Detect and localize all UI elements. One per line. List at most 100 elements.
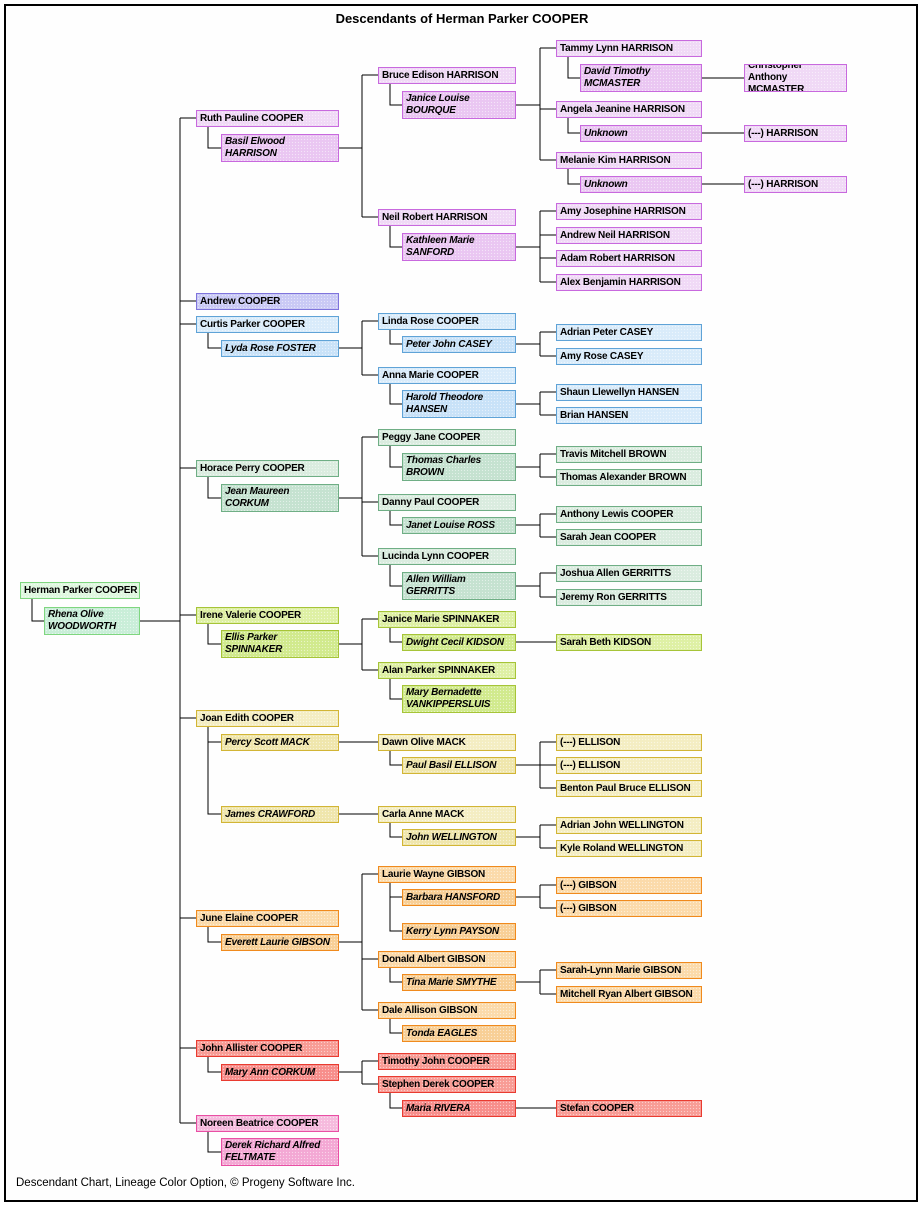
person-box-joan-edith-cooper[interactable]: Joan Edith COOPER bbox=[196, 710, 339, 727]
connector-line bbox=[567, 169, 580, 185]
person-box-adrian-john-wellington[interactable]: Adrian John WELLINGTON bbox=[556, 817, 702, 834]
person-box-brian-hansen[interactable]: Brian HANSEN bbox=[556, 407, 702, 424]
person-box-ruth-pauline-cooper[interactable]: Ruth Pauline COOPER bbox=[196, 110, 339, 127]
person-box-laurie-wayne-gibson[interactable]: Laurie Wayne GIBSON bbox=[378, 866, 516, 883]
person-box-jean-maureen-corkum[interactable]: Jean Maureen CORKUM bbox=[221, 484, 339, 512]
person-name: Mary Ann CORKUM bbox=[225, 1066, 315, 1078]
person-box-barbara-hansford[interactable]: Barbara HANSFORD bbox=[402, 889, 516, 906]
person-name: Everett Laurie GIBSON bbox=[225, 936, 330, 948]
person-box-amy-rose-casey[interactable]: Amy Rose CASEY bbox=[556, 348, 702, 365]
person-box-tonda-eagles[interactable]: Tonda EAGLES bbox=[402, 1025, 516, 1042]
connector-line bbox=[389, 511, 402, 526]
person-box-tina-marie-smythe[interactable]: Tina Marie SMYTHE bbox=[402, 974, 516, 991]
person-name: Janice Marie SPINNAKER bbox=[382, 613, 500, 625]
person-box-peggy-jane-cooper[interactable]: Peggy Jane COOPER bbox=[378, 429, 516, 446]
person-box-janice-marie-spinnaker[interactable]: Janice Marie SPINNAKER bbox=[378, 611, 516, 628]
person-box-melanie-kim-harrison[interactable]: Melanie Kim HARRISON bbox=[556, 152, 702, 169]
person-box-jeremy-ron-gerritts[interactable]: Jeremy Ron GERRITTS bbox=[556, 589, 702, 606]
person-box-carla-anne-mack[interactable]: Carla Anne MACK bbox=[378, 806, 516, 823]
person-box-sarah-beth-kidson[interactable]: Sarah Beth KIDSON bbox=[556, 634, 702, 651]
person-box-allen-william-gerritts[interactable]: Allen William GERRITTS bbox=[402, 572, 516, 600]
person-box-andrew-cooper[interactable]: Andrew COOPER bbox=[196, 293, 339, 310]
person-box-dawn-olive-mack[interactable]: Dawn Olive MACK bbox=[378, 734, 516, 751]
person-box-gibson[interactable]: (---) GIBSON bbox=[556, 877, 702, 894]
person-box-danny-paul-cooper[interactable]: Danny Paul COOPER bbox=[378, 494, 516, 511]
person-name: Unknown bbox=[584, 178, 628, 190]
person-box-kathleen-marie-sanford[interactable]: Kathleen Marie SANFORD bbox=[402, 233, 516, 261]
person-box-alan-parker-spinnaker[interactable]: Alan Parker SPINNAKER bbox=[378, 662, 516, 679]
person-box-everett-laurie-gibson[interactable]: Everett Laurie GIBSON bbox=[221, 934, 339, 951]
person-box-shaun-llewellyn-hansen[interactable]: Shaun Llewellyn HANSEN bbox=[556, 384, 702, 401]
person-box-alex-benjamin-harrison[interactable]: Alex Benjamin HARRISON bbox=[556, 274, 702, 291]
person-box-john-allister-cooper[interactable]: John Allister COOPER bbox=[196, 1040, 339, 1057]
person-name: Sarah Jean COOPER bbox=[560, 531, 657, 543]
person-box-stefan-cooper[interactable]: Stefan COOPER bbox=[556, 1100, 702, 1117]
person-box-harrison[interactable]: (---) HARRISON bbox=[744, 125, 847, 142]
person-box-ellis-parker-spinnaker[interactable]: Ellis Parker SPINNAKER bbox=[221, 630, 339, 658]
person-box-harrison[interactable]: (---) HARRISON bbox=[744, 176, 847, 193]
person-box-gibson[interactable]: (---) GIBSON bbox=[556, 900, 702, 917]
person-box-linda-rose-cooper[interactable]: Linda Rose COOPER bbox=[378, 313, 516, 330]
person-box-adam-robert-harrison[interactable]: Adam Robert HARRISON bbox=[556, 250, 702, 267]
person-box-ellison[interactable]: (---) ELLISON bbox=[556, 757, 702, 774]
person-box-amy-josephine-harrison[interactable]: Amy Josephine HARRISON bbox=[556, 203, 702, 220]
person-box-sarah-jean-cooper[interactable]: Sarah Jean COOPER bbox=[556, 529, 702, 546]
connector-line bbox=[389, 679, 402, 700]
person-box-maria-rivera[interactable]: Maria RIVERA bbox=[402, 1100, 516, 1117]
person-box-anna-marie-cooper[interactable]: Anna Marie COOPER bbox=[378, 367, 516, 384]
person-name: Brian HANSEN bbox=[560, 409, 629, 421]
person-box-irene-valerie-cooper[interactable]: Irene Valerie COOPER bbox=[196, 607, 339, 624]
connector-line bbox=[389, 968, 402, 983]
person-box-benton-paul-bruce-ellison[interactable]: Benton Paul Bruce ELLISON bbox=[556, 780, 702, 797]
person-box-horace-perry-cooper[interactable]: Horace Perry COOPER bbox=[196, 460, 339, 477]
person-box-kyle-roland-wellington[interactable]: Kyle Roland WELLINGTON bbox=[556, 840, 702, 857]
person-box-kerry-lynn-payson[interactable]: Kerry Lynn PAYSON bbox=[402, 923, 516, 940]
person-box-lucinda-lynn-cooper[interactable]: Lucinda Lynn COOPER bbox=[378, 548, 516, 565]
person-box-angela-jeanine-harrison[interactable]: Angela Jeanine HARRISON bbox=[556, 101, 702, 118]
person-box-james-crawford[interactable]: James CRAWFORD bbox=[221, 806, 339, 823]
person-name: Adrian John WELLINGTON bbox=[560, 819, 684, 831]
person-box-peter-john-casey[interactable]: Peter John CASEY bbox=[402, 336, 516, 353]
person-box-andrew-neil-harrison[interactable]: Andrew Neil HARRISON bbox=[556, 227, 702, 244]
person-box-percy-scott-mack[interactable]: Percy Scott MACK bbox=[221, 734, 339, 751]
person-box-tammy-lynn-harrison[interactable]: Tammy Lynn HARRISON bbox=[556, 40, 702, 57]
person-box-david-timothy-mcmaster[interactable]: David Timothy MCMASTER bbox=[580, 64, 702, 92]
person-box-unknown[interactable]: Unknown bbox=[580, 176, 702, 193]
person-box-travis-mitchell-brown[interactable]: Travis Mitchell BROWN bbox=[556, 446, 702, 463]
person-box-lyda-rose-foster[interactable]: Lyda Rose FOSTER bbox=[221, 340, 339, 357]
person-box-curtis-parker-cooper[interactable]: Curtis Parker COOPER bbox=[196, 316, 339, 333]
person-box-thomas-alexander-brown[interactable]: Thomas Alexander BROWN bbox=[556, 469, 702, 486]
person-box-derek-richard-alfred-feltmate[interactable]: Derek Richard Alfred FELTMATE bbox=[221, 1138, 339, 1166]
person-box-christopher-anthony-mcmaster[interactable]: Christopher Anthony MCMASTER bbox=[744, 64, 847, 92]
person-box-anthony-lewis-cooper[interactable]: Anthony Lewis COOPER bbox=[556, 506, 702, 523]
person-box-janice-louise-bourque[interactable]: Janice Louise BOURQUE bbox=[402, 91, 516, 119]
person-box-joshua-allen-gerritts[interactable]: Joshua Allen GERRITTS bbox=[556, 565, 702, 582]
person-box-adrian-peter-casey[interactable]: Adrian Peter CASEY bbox=[556, 324, 702, 341]
person-box-june-elaine-cooper[interactable]: June Elaine COOPER bbox=[196, 910, 339, 927]
person-box-dwight-cecil-kidson[interactable]: Dwight Cecil KIDSON bbox=[402, 634, 516, 651]
connector-line bbox=[207, 927, 221, 943]
person-box-mitchell-ryan-albert-gibson[interactable]: Mitchell Ryan Albert GIBSON bbox=[556, 986, 702, 1003]
person-box-harold-theodore-hansen[interactable]: Harold Theodore HANSEN bbox=[402, 390, 516, 418]
person-box-timothy-john-cooper[interactable]: Timothy John COOPER bbox=[378, 1053, 516, 1070]
person-box-donald-albert-gibson[interactable]: Donald Albert GIBSON bbox=[378, 951, 516, 968]
person-box-ellison[interactable]: (---) ELLISON bbox=[556, 734, 702, 751]
person-name: Laurie Wayne GIBSON bbox=[382, 868, 486, 880]
person-box-unknown[interactable]: Unknown bbox=[580, 125, 702, 142]
person-box-rhena-olive-woodworth[interactable]: Rhena Olive WOODWORTH bbox=[44, 607, 140, 635]
person-box-john-wellington[interactable]: John WELLINGTON bbox=[402, 829, 516, 846]
person-box-mary-bernadette-vankippersluis[interactable]: Mary Bernadette VANKIPPERSLUIS bbox=[402, 685, 516, 713]
person-box-mary-ann-corkum[interactable]: Mary Ann CORKUM bbox=[221, 1064, 339, 1081]
person-name: Ellis Parker SPINNAKER bbox=[225, 632, 283, 655]
person-box-thomas-charles-brown[interactable]: Thomas Charles BROWN bbox=[402, 453, 516, 481]
person-box-noreen-beatrice-cooper[interactable]: Noreen Beatrice COOPER bbox=[196, 1115, 339, 1132]
person-box-basil-elwood-harrison[interactable]: Basil Elwood HARRISON bbox=[221, 134, 339, 162]
person-box-herman-parker-cooper[interactable]: Herman Parker COOPER bbox=[20, 582, 140, 599]
person-box-stephen-derek-cooper[interactable]: Stephen Derek COOPER bbox=[378, 1076, 516, 1093]
person-box-paul-basil-ellison[interactable]: Paul Basil ELLISON bbox=[402, 757, 516, 774]
person-box-dale-allison-gibson[interactable]: Dale Allison GIBSON bbox=[378, 1002, 516, 1019]
person-box-neil-robert-harrison[interactable]: Neil Robert HARRISON bbox=[378, 209, 516, 226]
person-box-sarah-lynn-marie-gibson[interactable]: Sarah-Lynn Marie GIBSON bbox=[556, 962, 702, 979]
person-box-janet-louise-ross[interactable]: Janet Louise ROSS bbox=[402, 517, 516, 534]
person-box-bruce-edison-harrison[interactable]: Bruce Edison HARRISON bbox=[378, 67, 516, 84]
